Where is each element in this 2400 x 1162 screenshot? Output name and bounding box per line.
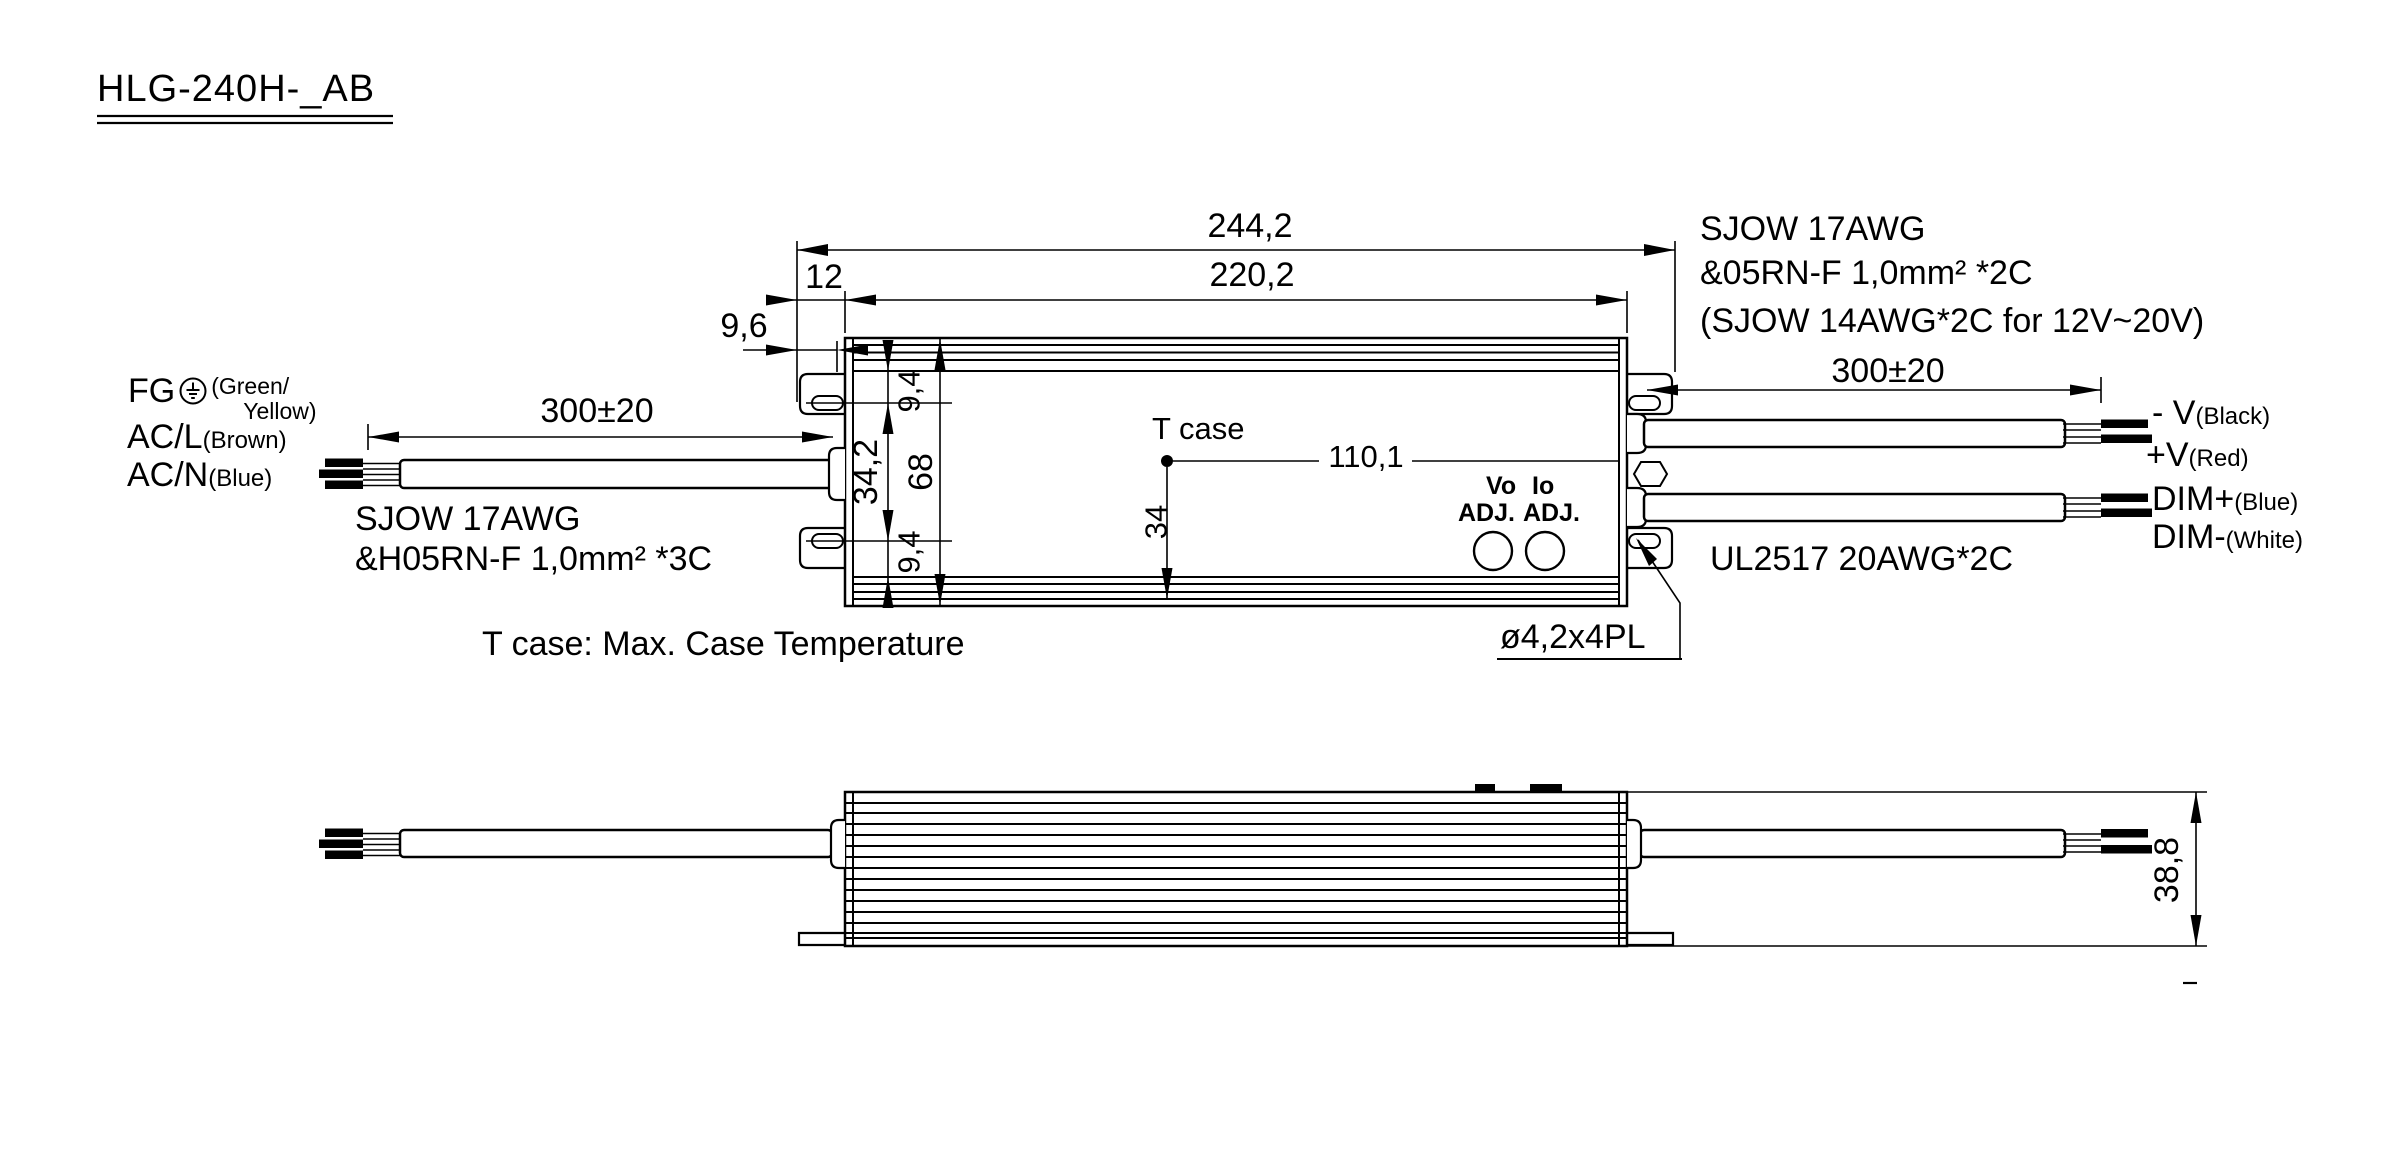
side-view-drawing — [319, 784, 2207, 985]
vo-adj-label: ADJ. — [1458, 499, 1515, 527]
output-cable-spec-line1: SJOW 17AWG — [1700, 210, 1926, 248]
tcase-point — [1161, 455, 1173, 467]
mount-tab-left-top — [798, 372, 845, 416]
fg-label: FG — [128, 372, 176, 410]
neg-v-color-label: (Black) — [2195, 403, 2271, 430]
dim-end-to-hole: 12 — [805, 258, 843, 296]
side-dimension-lines — [1627, 791, 2207, 985]
dim-cable-spec: UL2517 20AWG*2C — [1710, 540, 2014, 578]
acl-label: AC/L — [127, 418, 203, 456]
vo-label: Vo — [1486, 472, 1517, 500]
side-input-stripped — [363, 832, 401, 857]
output-cable-spec-line3: (SJOW 14AWG*2C for 12V~20V) — [1700, 302, 2205, 340]
side-input-cable — [398, 828, 834, 859]
title-underline — [97, 114, 393, 125]
acn-wire-label: AC/N(Blue) — [127, 458, 272, 492]
case-top-fins — [852, 344, 1620, 372]
side-case-end-caps — [852, 792, 1620, 946]
mount-slot-right-top — [1628, 395, 1661, 411]
side-grommet-right — [1627, 818, 1643, 870]
side-case-fins — [845, 812, 1627, 934]
side-case-edges — [845, 802, 1627, 939]
protective-earth-icon — [178, 376, 208, 410]
dim-case-width: 68 — [902, 453, 940, 491]
dim-output-cable-length: 300±20 — [1831, 352, 1945, 390]
side-dimension-arrowheads — [2190, 792, 2202, 946]
dim-minus-label: DIM- — [2152, 518, 2226, 556]
input-cable-grommet — [827, 446, 845, 502]
dim-side-height: 38,8 — [2148, 836, 2186, 904]
mount-slot-right-bottom — [1628, 533, 1661, 549]
side-grommet-left — [829, 818, 845, 870]
output-cable-spec-line2: &05RN-F 1,0mm² *2C — [1700, 254, 2033, 292]
io-adj-label: ADJ. — [1523, 499, 1580, 527]
fg-color-line2: Yellow) — [243, 397, 317, 424]
output-cable-dim — [1642, 492, 2067, 523]
output-cable-v — [1642, 418, 2067, 449]
mounting-hole-label: ø4,2x4PL — [1500, 618, 1646, 656]
acn-label: AC/N — [127, 456, 209, 494]
vo-adjust-pot — [1472, 530, 1514, 572]
dim-edge-to-hole-bottom: 9,4 — [891, 530, 927, 574]
mount-tab-left-bottom — [798, 526, 845, 570]
output-cable-v-conductors — [2101, 419, 2152, 443]
dim-hole-pitch-cross: 34,2 — [847, 438, 885, 506]
side-output-conductors — [2101, 829, 2152, 854]
side-output-cable — [1638, 828, 2067, 859]
dim-input-cable-length: 300±20 — [540, 392, 654, 430]
input-cable-conductors — [319, 458, 363, 489]
tcase-note: T case: Max. Case Temperature — [482, 625, 965, 663]
acn-color-label: (Blue) — [208, 465, 273, 492]
dim-end-to-slot: 9,6 — [720, 307, 768, 345]
output-cable-v-stripped — [2063, 423, 2101, 444]
dim-tcase-from-end: 110,1 — [1328, 439, 1404, 474]
acl-wire-label: AC/L(Brown) — [127, 420, 287, 454]
mount-tab-right-top — [1627, 372, 1674, 416]
dimension-arrowheads — [368, 244, 2101, 608]
dim-minus-wire-label: DIM-(White) — [2152, 520, 2303, 554]
case-bottom-fins — [852, 576, 1620, 600]
tcase-label: T case — [1152, 411, 1245, 446]
pos-v-label: +V — [2146, 436, 2189, 474]
dim-plus-color-label: (Blue) — [2234, 489, 2299, 516]
mount-tab-right-bottom — [1627, 526, 1674, 570]
side-input-conductors — [319, 828, 363, 859]
fg-wire-label: FG (Green/ Yellow) — [128, 374, 317, 424]
output-cable-dim-conductors — [2101, 493, 2152, 517]
fg-color-line1: (Green/ — [211, 373, 290, 399]
pos-v-wire-label: +V(Red) — [2146, 438, 2249, 472]
fg-color-label: (Green/ Yellow) — [211, 374, 316, 424]
input-cable-stripped-wires — [363, 462, 401, 487]
dim-plus-wire-label: DIM+(Blue) — [2152, 482, 2298, 516]
pos-v-color-label: (Red) — [2188, 445, 2249, 472]
page-title: HLG-240H-_AB — [97, 68, 376, 110]
io-adjust-pot — [1524, 530, 1566, 572]
neg-v-wire-label: - V(Black) — [2152, 396, 2270, 430]
side-output-stripped — [2063, 833, 2101, 853]
dim-minus-color-label: (White) — [2225, 527, 2303, 554]
dimension-lines — [367, 241, 2102, 660]
dim-overall-length: 244,2 — [1207, 207, 1293, 245]
dim-plus-label: DIM+ — [2152, 480, 2235, 518]
neg-v-label: - V — [2152, 394, 2196, 432]
side-foot-right — [1627, 931, 1675, 947]
output-cable-dim-stripped — [2063, 497, 2101, 518]
input-cable-spec-line1: SJOW 17AWG — [355, 500, 581, 538]
acl-color-label: (Brown) — [202, 427, 287, 454]
io-label: Io — [1532, 472, 1555, 500]
dim-tcase-from-edge: 34 — [1138, 504, 1174, 540]
side-foot-left — [797, 931, 845, 947]
input-cable-spec-line2: &H05RN-F 1,0mm² *3C — [355, 540, 713, 578]
vent-plug — [1632, 461, 1669, 487]
input-cable — [398, 458, 834, 490]
top-view-drawing — [97, 114, 2152, 660]
case-end-caps — [852, 338, 1620, 606]
dim-mounting-pitch: 220,2 — [1209, 256, 1295, 294]
dim-edge-to-hole-top: 9,4 — [891, 369, 927, 413]
side-adjust-plugs — [1475, 784, 1562, 793]
